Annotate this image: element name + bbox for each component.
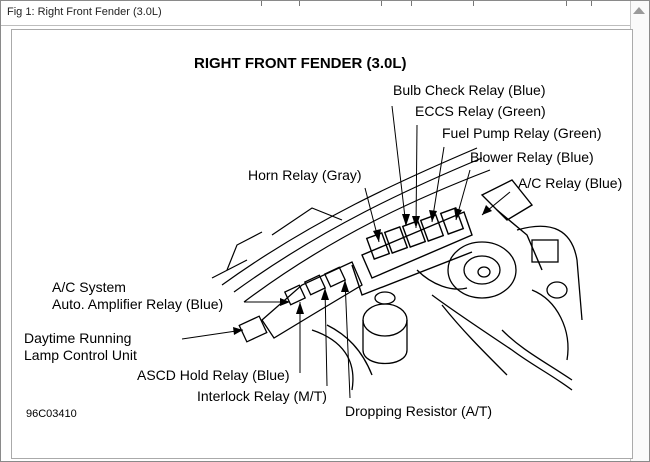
label-horn-relay: Horn Relay (Gray) bbox=[248, 167, 362, 183]
label-eccs-relay: ECCS Relay (Green) bbox=[415, 103, 546, 119]
fender-outline bbox=[211, 147, 491, 303]
label-ascd-hold-relay: ASCD Hold Relay (Blue) bbox=[137, 367, 290, 383]
label-ac-relay: A/C Relay (Blue) bbox=[518, 175, 623, 191]
relay-block bbox=[351, 179, 543, 296]
title-bar: Fig 1: Right Front Fender (3.0L) bbox=[1, 1, 649, 26]
left-relay-cluster bbox=[238, 261, 363, 343]
label-fuel-pump-relay: Fuel Pump Relay (Green) bbox=[442, 125, 602, 141]
figure-code: 96C03410 bbox=[26, 408, 77, 420]
engine-bay-drawing bbox=[181, 105, 583, 399]
figure-heading: RIGHT FRONT FENDER (3.0L) bbox=[194, 55, 407, 72]
toolbar-tick-marks bbox=[261, 1, 601, 7]
label-drl-line1: Daytime Running bbox=[24, 330, 132, 346]
scroll-up-arrow-icon[interactable] bbox=[633, 7, 645, 14]
label-ac-system-line1: A/C System bbox=[52, 279, 126, 295]
window-title: Fig 1: Right Front Fender (3.0L) bbox=[7, 6, 162, 18]
label-drl-line2: Lamp Control Unit bbox=[24, 347, 137, 363]
booster-components bbox=[311, 225, 583, 391]
label-interlock-relay: Interlock Relay (M/T) bbox=[197, 388, 327, 404]
label-dropping-resistor: Dropping Resistor (A/T) bbox=[345, 403, 493, 419]
label-bulb-check-relay: Bulb Check Relay (Blue) bbox=[393, 82, 546, 98]
leader-arrowheads bbox=[233, 205, 492, 335]
diagram-figure: RIGHT FRONT FENDER (3.0L) Bulb Check Rel… bbox=[11, 29, 633, 459]
label-ac-system-line2: Auto. Amplifier Relay (Blue) bbox=[52, 296, 224, 312]
label-blower-relay: Blower Relay (Blue) bbox=[470, 149, 594, 165]
